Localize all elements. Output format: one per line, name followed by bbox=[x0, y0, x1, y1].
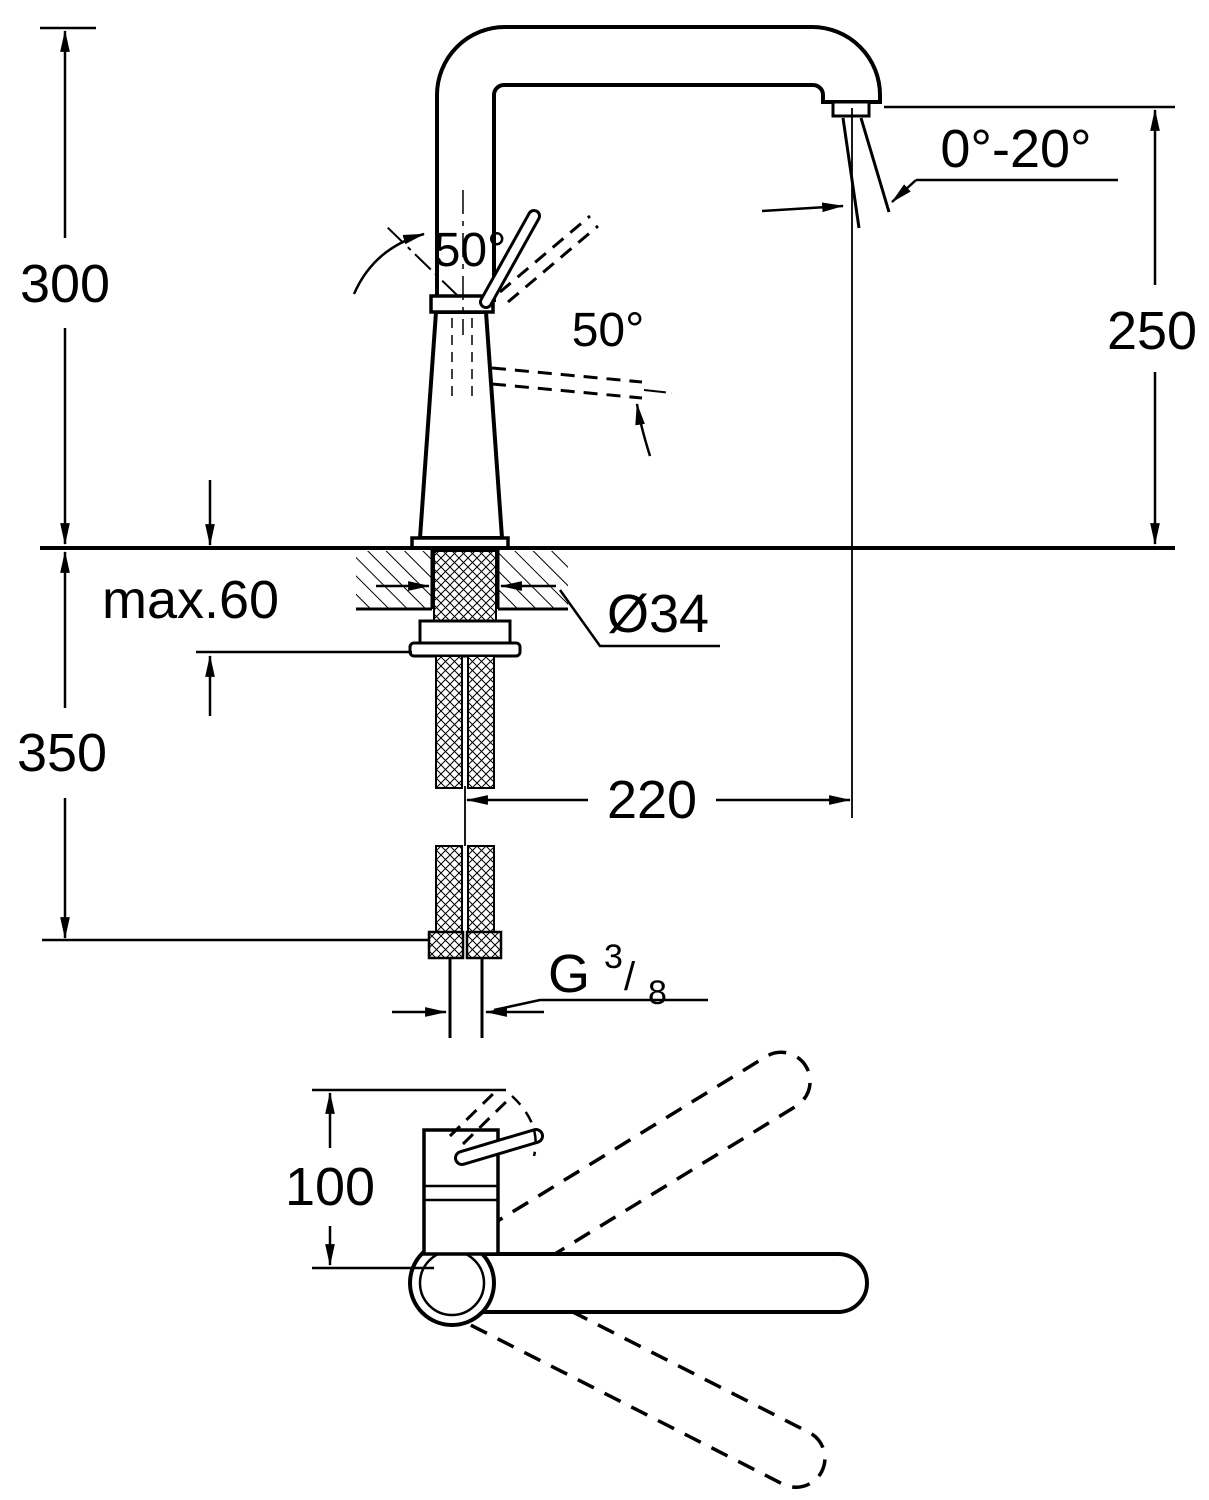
aerator-nozzle bbox=[831, 100, 871, 118]
counter-hatch-right bbox=[498, 551, 568, 609]
handle-lever-solid-fill bbox=[482, 212, 538, 306]
dim-angle-leader bbox=[891, 179, 917, 203]
handle-centerline-up-left bbox=[385, 225, 459, 297]
handle-top-dashed-1 bbox=[448, 1086, 501, 1138]
dim-50deg-swivel-label: 50° bbox=[572, 304, 645, 357]
stream-line-0deg bbox=[841, 117, 861, 229]
dimension-labels-top: 100 bbox=[285, 1157, 375, 1217]
dim-g38-underline bbox=[493, 998, 708, 1012]
top-view bbox=[408, 1050, 869, 1489]
dim-g38-letter: G bbox=[548, 944, 590, 1004]
handle-centerline-ext bbox=[643, 389, 673, 394]
handle-lever-dashed-b1 bbox=[491, 366, 643, 384]
stream-line-20deg bbox=[859, 117, 891, 213]
faucet-body-cone bbox=[417, 310, 505, 540]
dim-350-label: 350 bbox=[17, 723, 107, 783]
dim-g38-slash: / bbox=[624, 955, 636, 999]
hose-fitting-left bbox=[427, 930, 465, 960]
hose-right-lower bbox=[467, 845, 495, 933]
counter-hatch-left bbox=[356, 551, 432, 609]
dimensions-top bbox=[312, 1088, 506, 1270]
dim-300-label: 300 bbox=[20, 254, 110, 314]
hose-fitting-right bbox=[465, 930, 503, 960]
handle-lever-dashed-a1 bbox=[499, 214, 591, 294]
front-view bbox=[40, 25, 1175, 1038]
hose-left-upper bbox=[435, 655, 463, 789]
handle-arc-arrow-right bbox=[635, 402, 652, 457]
hose-left-lower bbox=[435, 845, 463, 933]
handle-lever-dashed-b2 bbox=[491, 382, 643, 400]
handle-arc-arrow-left bbox=[352, 232, 426, 295]
dim-max60-label: max.60 bbox=[102, 570, 279, 630]
handle-collar bbox=[429, 294, 495, 314]
handle-lever-dashed-a2 bbox=[507, 224, 599, 304]
dim-d34-label: Ø34 bbox=[607, 584, 709, 644]
hose-right-upper bbox=[467, 655, 495, 789]
handle-top-dashed-arc bbox=[511, 1095, 537, 1157]
threaded-shank bbox=[433, 550, 497, 624]
dim-stream-angle-label: 0°-20° bbox=[940, 119, 1091, 179]
dim-g38-denominator: 8 bbox=[648, 974, 667, 1012]
dim-angle-arrow-left bbox=[761, 202, 845, 213]
dim-g38-numerator: 3 bbox=[604, 938, 623, 976]
dimensions-front bbox=[40, 26, 1175, 1017]
dim-100-label: 100 bbox=[285, 1157, 375, 1217]
spout-outline bbox=[435, 25, 882, 302]
dim-220-label: 220 bbox=[607, 770, 697, 830]
dim-250-label: 250 bbox=[1107, 301, 1197, 361]
handle-top-view-fill bbox=[457, 1131, 541, 1163]
dim-50deg-open-label: 50° bbox=[434, 224, 507, 277]
mounting-washer bbox=[408, 641, 522, 658]
handle-top-dashed-2 bbox=[461, 1094, 514, 1146]
dimension-labels-front: 300 250 350 max.60 Ø34 220 0°-20° 50° 50… bbox=[17, 119, 1197, 1012]
spout-top-view bbox=[450, 1252, 869, 1314]
dim-d34-leader bbox=[558, 589, 720, 648]
mounting-nut bbox=[418, 619, 512, 645]
